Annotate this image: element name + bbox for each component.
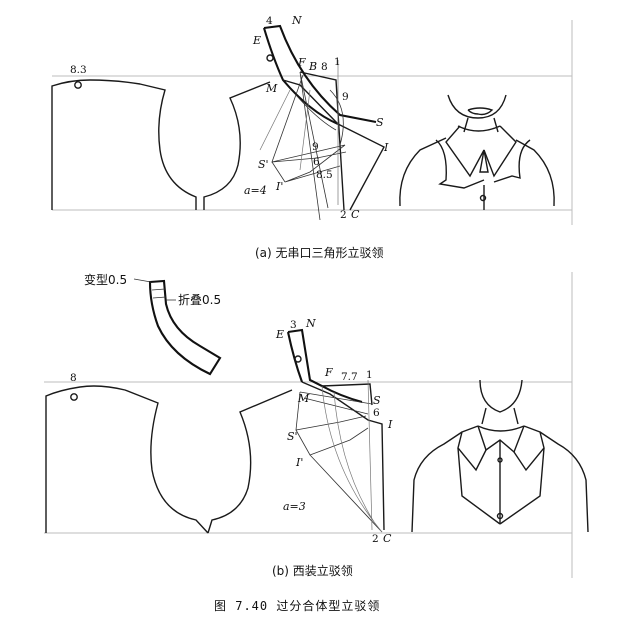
panel-b-collar-notch (294, 355, 302, 363)
label-b-F: F (324, 366, 333, 379)
panel-a-back-piece (51, 79, 197, 210)
label-a-4: 4 (266, 15, 273, 27)
panel-b-construction-lines (295, 391, 383, 533)
panel-a-collar-band (262, 24, 377, 125)
label-b-2: 2 (372, 533, 379, 545)
panel-b-guide-lines (321, 379, 383, 533)
panel-a-construction-lines (271, 71, 347, 221)
panel-a-caption: (a) 无串口三角形立驳领 (255, 245, 384, 260)
label-a-I: I (383, 141, 389, 154)
label-a-I-prime: I' (275, 180, 283, 193)
label-a-B: B (308, 60, 317, 73)
panel-b: 变型0.5 折叠0.5 (44, 272, 589, 578)
label-b-E: E (275, 328, 284, 341)
label-b-S-prime: S' (287, 430, 298, 443)
panel-b-front-piece (207, 389, 293, 534)
panel-b-caption: (b) 西装立驳领 (272, 563, 353, 578)
label-a-6: 6 (313, 156, 320, 168)
label-b-I-prime: I' (295, 456, 303, 469)
label-a-9a: 9 (342, 91, 349, 103)
label-b-S: S (373, 394, 381, 407)
label-a-1: 1 (334, 56, 341, 68)
figure-caption: 图 7.40 过分合体型立驳领 (214, 598, 380, 613)
label-a-S-prime: S' (258, 158, 269, 171)
panel-a-front-piece (203, 81, 271, 210)
label-b-C: C (383, 532, 392, 545)
label-b-6: 6 (373, 407, 380, 419)
panel-b-back-piece (45, 385, 209, 534)
label-b-I: I (387, 418, 393, 431)
label-a-N: N (291, 14, 302, 27)
panel-b-back-notch (70, 393, 78, 401)
panel-a-figure-sketch (399, 94, 555, 210)
panel-a: 4 N E F B 8 1 M 9 S 9 I S' 6 8.5 I' a=4 … (51, 14, 573, 260)
label-b-7-7: 7.7 (341, 371, 358, 383)
panel-a-lapel (282, 79, 385, 211)
label-a-M: M (265, 82, 278, 95)
panel-a-center-front (299, 71, 345, 211)
panel-a-guide-lines (259, 60, 339, 205)
panel-b-collar-piece (133, 278, 222, 376)
label-a-9b: 9 (312, 141, 319, 153)
panel-a-back-notch (74, 81, 82, 89)
label-a-F: F (297, 56, 306, 69)
label-a-C: C (351, 208, 360, 221)
label-b-fold: 折叠0.5 (178, 292, 221, 307)
label-b-deform: 变型0.5 (84, 272, 127, 287)
panel-b-figure-sketch (411, 379, 589, 533)
panel-b-lapel (301, 381, 385, 531)
label-b-M: M (297, 392, 310, 405)
label-a-2: 2 (340, 209, 347, 221)
label-b-a-eq: a=3 (283, 500, 306, 513)
label-b-1: 1 (366, 369, 373, 381)
label-a-8-5: 8.5 (316, 169, 333, 181)
label-b-3: 3 (290, 319, 297, 331)
label-b-8: 8 (70, 372, 77, 384)
label-b-N: N (305, 317, 316, 330)
label-a-8: 8 (321, 61, 328, 73)
label-a-a-eq: a=4 (244, 184, 267, 197)
panel-a-collar-notch (266, 54, 274, 62)
label-a-8-3: 8.3 (70, 64, 87, 76)
label-a-S: S (376, 116, 384, 129)
label-a-E: E (252, 34, 261, 47)
panel-b-center-front (321, 383, 373, 406)
